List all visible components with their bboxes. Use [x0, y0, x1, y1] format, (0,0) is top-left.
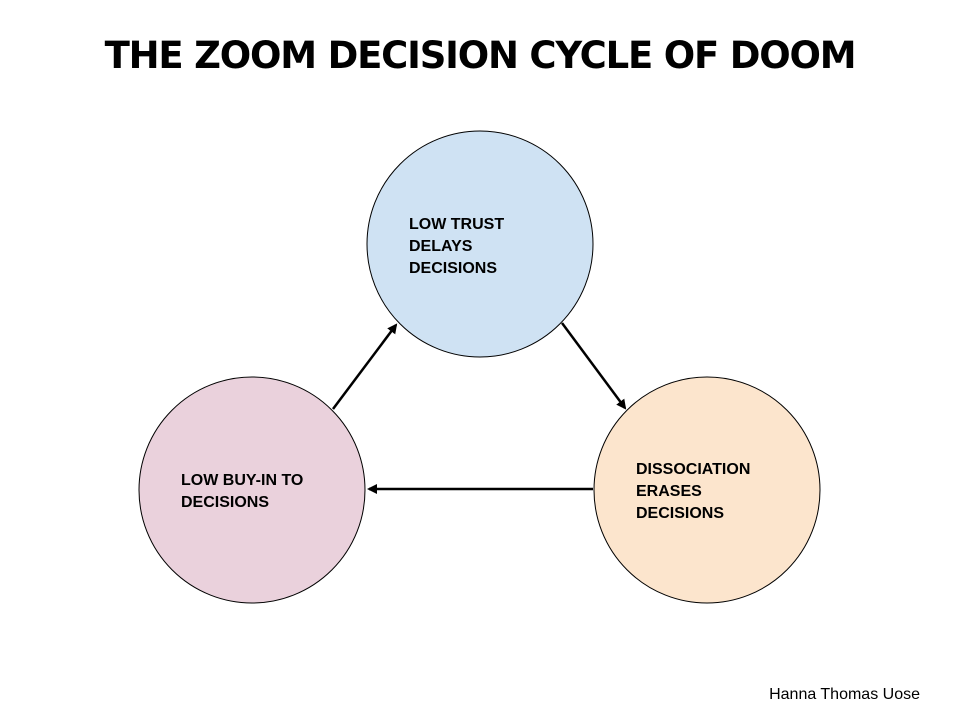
node-low-trust-line-2: DELAYS: [409, 238, 473, 255]
node-low-buy-in: LOW BUY-IN TO DECISIONS: [138, 376, 366, 604]
node-low-trust: LOW TRUST DELAYS DECISIONS: [366, 130, 594, 358]
node-dissociation-circle: [593, 376, 821, 604]
svg-text:DISSOCIATION ERASES: DISSOCIATION ERASES DECISIONS: [636, 461, 755, 522]
node-dissociation-line-3: DECISIONS: [636, 505, 724, 522]
svg-text:LOW BUY-IN TO DECISIONS: LOW BUY-IN TO DECISIONS: [181, 472, 308, 511]
arrow-buy-in-to-trust: [332, 323, 398, 410]
author-credit: Hanna Thomas Uose: [769, 686, 920, 703]
node-low-buy-in-line-1: LOW BUY-IN TO: [181, 472, 303, 489]
node-dissociation-line-2: ERASES: [636, 483, 702, 500]
node-dissociation: DISSOCIATION ERASES DECISIONS: [593, 376, 821, 604]
node-low-trust-circle: [366, 130, 594, 358]
node-dissociation-line-1: DISSOCIATION: [636, 461, 750, 478]
diagram-title: THE ZOOM DECISION CYCLE OF DOOM: [104, 34, 857, 77]
svg-text:LOW TRUST DELAYS D: LOW TRUST DELAYS DECISIONS: [409, 216, 509, 277]
arrow-trust-to-dissociation: [560, 322, 627, 410]
node-low-trust-line-1: LOW TRUST: [409, 216, 504, 233]
node-low-trust-line-3: DECISIONS: [409, 260, 497, 277]
node-low-buy-in-line-2: DECISIONS: [181, 494, 269, 511]
node-low-buy-in-circle: [138, 376, 366, 604]
